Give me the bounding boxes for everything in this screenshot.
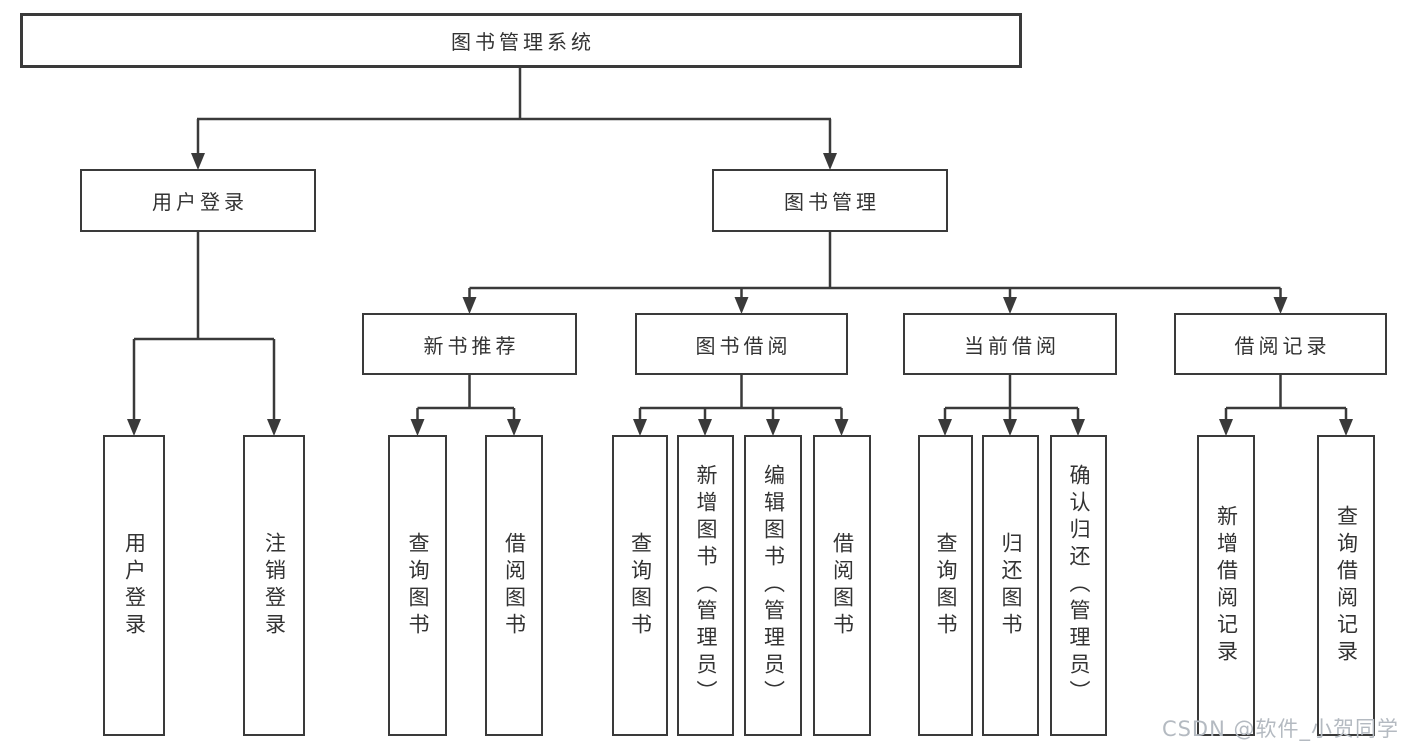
leaf-edit-books-admin: 编辑图书（管理员） xyxy=(744,435,802,736)
leaf-query-books-current: 查询图书 xyxy=(918,435,973,736)
node-new-book-rec: 新书推荐 xyxy=(362,313,577,375)
leaf-query-borrow-record: 查询借阅记录 xyxy=(1317,435,1375,736)
node-book-mgmt: 图书管理 xyxy=(712,169,948,232)
leaf-label: 查询图书 xyxy=(406,531,430,640)
leaf-borrow-books-borrow: 借阅图书 xyxy=(813,435,871,736)
node-book-borrow: 图书借阅 xyxy=(635,313,848,375)
leaf-query-books-borrow: 查询图书 xyxy=(612,435,668,736)
leaf-return-books: 归还图书 xyxy=(982,435,1039,736)
leaf-label: 查询图书 xyxy=(934,531,958,640)
leaf-add-borrow-record: 新增借阅记录 xyxy=(1197,435,1255,736)
leaf-label: 借阅图书 xyxy=(830,531,855,640)
leaf-label: 归还图书 xyxy=(999,531,1023,640)
leaf-confirm-return-admin: 确认归还（管理员） xyxy=(1050,435,1107,736)
leaf-label: 借阅图书 xyxy=(502,531,527,640)
leaf-add-books-admin: 新增图书（管理员） xyxy=(677,435,734,736)
leaf-label: 新增借阅记录 xyxy=(1214,504,1239,667)
node-borrow-records: 借阅记录 xyxy=(1174,313,1387,375)
leaf-label: 确认归还（管理员） xyxy=(1067,464,1091,707)
node-current-borrow: 当前借阅 xyxy=(903,313,1117,375)
node-user-login: 用户登录 xyxy=(80,169,316,232)
leaf-borrow-books-newrec: 借阅图书 xyxy=(485,435,543,736)
leaf-user-login: 用户登录 xyxy=(103,435,165,736)
leaf-label: 新增图书（管理员） xyxy=(694,464,718,707)
leaf-logout: 注销登录 xyxy=(243,435,305,736)
leaf-query-books-newrec: 查询图书 xyxy=(388,435,447,736)
leaf-label: 编辑图书（管理员） xyxy=(761,464,786,707)
leaf-label: 查询图书 xyxy=(628,531,653,640)
watermark: CSDN @软件_小贺同学 xyxy=(1161,717,1399,741)
leaf-label: 查询借阅记录 xyxy=(1334,504,1359,667)
leaf-label: 用户登录 xyxy=(122,531,147,640)
leaf-label: 注销登录 xyxy=(262,531,287,640)
node-root: 图书管理系统 xyxy=(20,13,1022,68)
